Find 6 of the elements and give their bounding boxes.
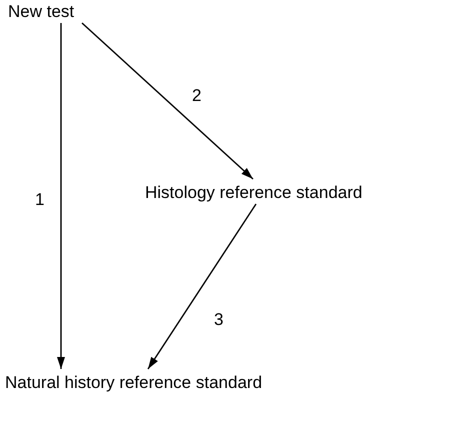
arrow: [82, 22, 254, 180]
node-label: Natural history reference standard: [5, 373, 262, 393]
arrow: [147, 204, 257, 370]
node-label: Histology reference standard: [145, 183, 362, 203]
node-label: New test: [8, 2, 74, 22]
arrow: [57, 23, 65, 369]
